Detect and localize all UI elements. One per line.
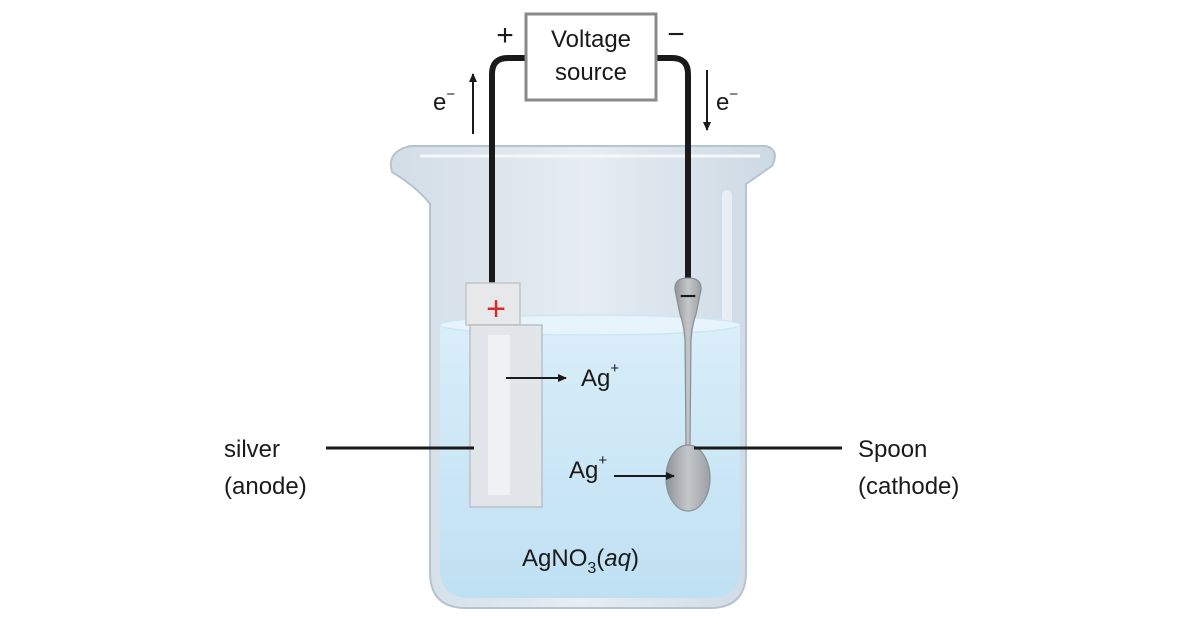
silver-bar-shine [488,335,510,495]
silver-bar-top [465,282,521,326]
circuit-wires [489,55,691,284]
voltage-source-line2: source [555,59,627,86]
voltage-source: Voltage source [524,12,658,102]
wire-left [489,55,526,284]
cathode-label-line2: (cathode) [858,473,959,500]
spoon-bowl [665,444,711,512]
ion-label-top: Ag+ [581,360,619,392]
electron-flow-right: e− [703,70,738,131]
anode-plus-sign: + [486,290,506,328]
voltage-source-box [524,12,658,102]
anode-label-line2: (anode) [224,473,307,500]
positive-terminal-sign: + [496,19,514,52]
electron-label-left: e− [433,86,455,116]
ion-label-bottom: Ag+ [569,452,607,484]
cathode-label-line1: Spoon [858,436,927,463]
cathode-minus-sign: − [679,280,697,313]
negative-terminal-sign: − [667,18,685,51]
anode-label-line1: silver [224,436,280,463]
electron-label-right: e− [716,86,738,116]
electron-flow-left: e− [433,73,477,134]
silver-anode: + [465,282,543,508]
spoon-handle [674,277,702,447]
solution-label: AgNO3(aq) [522,545,639,577]
wire-right [656,55,691,282]
voltage-source-line1: Voltage [551,26,631,53]
